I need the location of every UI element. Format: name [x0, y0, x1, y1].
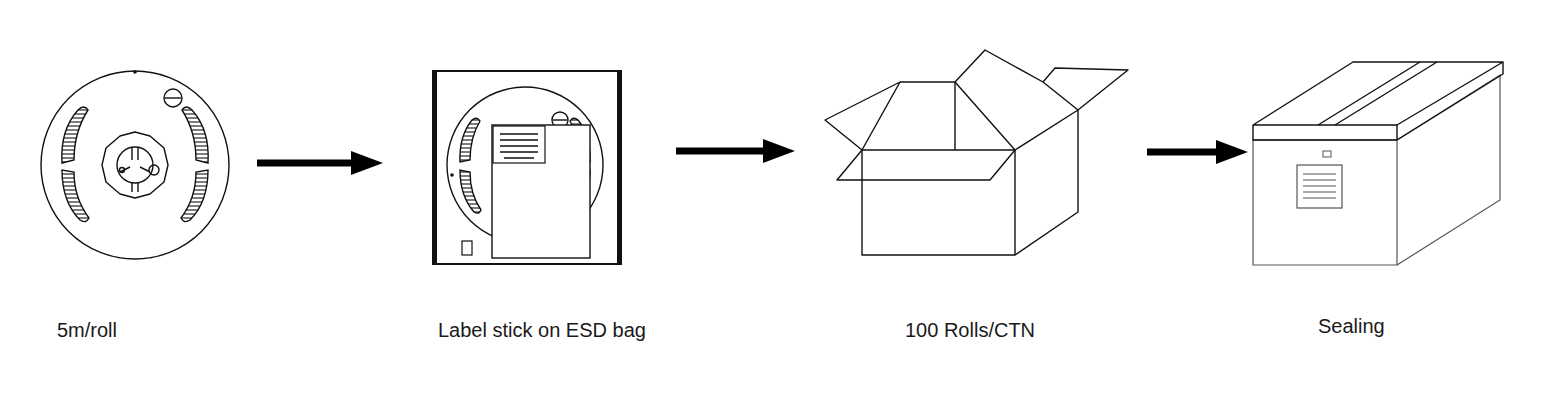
reel-step: 5m/roll — [40, 60, 230, 255]
sealed-carton-illustration — [1250, 58, 1505, 268]
flow-arrow — [257, 151, 383, 175]
arrow-shaft — [676, 148, 764, 155]
step-caption: Sealing — [1318, 314, 1385, 338]
sealed-step: Sealing — [1250, 58, 1505, 268]
flow-arrow — [676, 139, 795, 163]
step-caption: Label stick on ESD bag — [438, 318, 646, 342]
esd-bag-illustration — [432, 70, 622, 265]
arrow-head — [351, 151, 383, 175]
arrow-shaft — [257, 160, 352, 167]
bag-step: Label stick on ESD bag — [432, 70, 622, 265]
step-caption: 5m/roll — [57, 318, 117, 342]
step-caption: 100 Rolls/CTN — [905, 318, 1035, 342]
carton-step: 100 Rolls/CTN — [825, 48, 1130, 260]
flow-arrow — [1147, 140, 1248, 164]
open-carton-illustration — [825, 48, 1130, 260]
reel-illustration — [40, 60, 230, 255]
arrow-head — [763, 139, 795, 163]
arrow-shaft — [1147, 149, 1217, 156]
arrow-head — [1216, 140, 1248, 164]
